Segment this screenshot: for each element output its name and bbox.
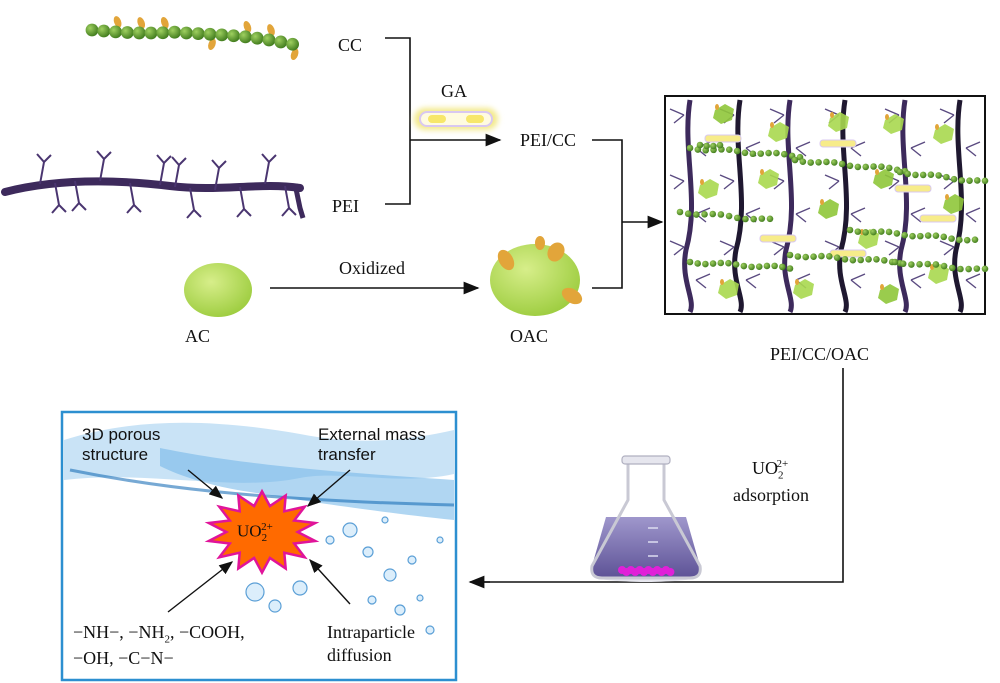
adsorption-word-label: adsorption — [733, 485, 809, 505]
groups-line-1-b: , −COOH, — [169, 622, 245, 642]
mechanism-box — [60, 410, 458, 682]
external-line-1: External mass — [318, 425, 426, 444]
connector-to-composite — [592, 139, 623, 289]
groups-line-1-a: −NH−, −NH — [73, 622, 165, 642]
external-line-2: transfer — [318, 444, 376, 464]
intra-line-2: diffusion — [327, 644, 392, 665]
ac-label: AC — [185, 326, 211, 346]
pei-cc-label: PEI/CC — [520, 130, 577, 150]
ga-label: GA — [441, 81, 467, 101]
intra-line-1: Intraparticle — [327, 622, 415, 642]
composite-box — [664, 95, 989, 315]
porous-line-2: structure — [82, 444, 149, 464]
pei-cc-oac-label: PEI/CC/OAC — [770, 344, 870, 364]
ion-sup: 2+ — [261, 521, 273, 533]
groups-line-1: −NH−, −NH2, −COOH, — [73, 622, 245, 646]
arrow-groups — [167, 561, 234, 613]
cc-chain-illustration — [85, 16, 299, 61]
intraparticle-diffusion-label: Intraparticle diffusion — [327, 622, 415, 666]
external-mass-transfer-label: External mass transfer — [318, 425, 426, 464]
functional-groups-label: −NH−, −NH2, −COOH, −OH, −C−N− — [73, 622, 245, 668]
ion-sub: 2 — [261, 532, 268, 545]
uranyl-species-sup: 2+ — [776, 458, 789, 470]
ion-main: UO — [237, 521, 262, 541]
groups-line-1-sub: 2 — [164, 633, 170, 646]
cc-label: CC — [338, 35, 363, 55]
pei-polymer-illustration — [1, 150, 306, 219]
flask-icon — [590, 455, 702, 582]
cc-pei-bracket — [385, 37, 411, 205]
uranyl-burst-icon — [204, 488, 320, 576]
ga-crosslinker-icon — [414, 108, 498, 130]
oxidized-label: Oxidized — [339, 258, 405, 278]
uranyl-ion-label: UO22+ — [237, 521, 279, 544]
groups-line-2: −OH, −C−N− — [73, 647, 174, 668]
pei-label: PEI — [332, 196, 359, 216]
arrow-intraparticle — [309, 558, 351, 605]
oac-particle-illustration — [490, 236, 583, 316]
oac-label: OAC — [510, 326, 549, 346]
uranyl-species-sub: 2 — [778, 469, 784, 482]
arrow-porous — [187, 469, 224, 499]
porous-structure-label: 3D porous structure — [82, 425, 160, 464]
uranyl-adsorption-label: UO22+ — [752, 458, 795, 482]
uranyl-species-main: UO — [752, 458, 778, 478]
ac-particle-illustration — [184, 263, 252, 317]
arrow-external — [306, 469, 351, 507]
connector-down-and-left — [480, 368, 844, 583]
porous-line-1: 3D porous — [82, 425, 161, 444]
